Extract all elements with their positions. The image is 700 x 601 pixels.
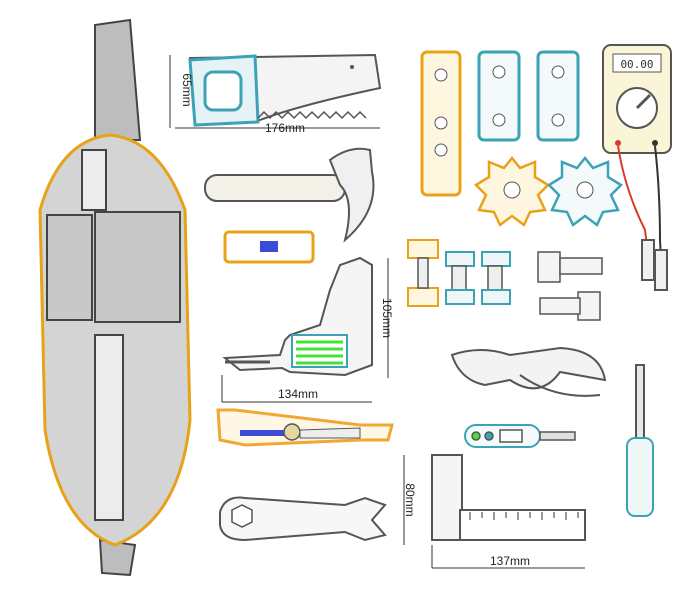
square-dimension-lines <box>403 455 585 569</box>
saw-width-label: 176mm <box>265 121 305 135</box>
belt-pocket-strap-2 <box>94 334 124 521</box>
bolts-assembly <box>407 239 511 307</box>
bracket-plate-orange <box>420 50 462 197</box>
multimeter: 00.00 <box>602 44 672 154</box>
tool-belt <box>38 18 192 577</box>
belt-strap-bottom <box>98 538 137 577</box>
orange-block <box>223 230 315 264</box>
drill <box>222 256 373 377</box>
drill-height-label: 105mm <box>380 298 394 338</box>
belt-pocket-left <box>46 214 93 321</box>
gear-orange <box>473 155 551 227</box>
drill-dimension-lines <box>221 258 389 403</box>
gear-teal <box>546 155 624 227</box>
utility-knife <box>216 408 394 447</box>
multimeter-display: 00.00 <box>620 58 653 71</box>
belt-pocket-right <box>94 211 181 323</box>
bracket-plate-teal-1 <box>477 50 521 142</box>
belt-strap-top <box>94 18 142 141</box>
drill-width-label: 134mm <box>278 387 318 401</box>
saw-dimension-lines <box>169 55 380 129</box>
voltage-tester <box>464 424 576 448</box>
loose-bolts <box>537 251 603 321</box>
pliers <box>450 346 607 397</box>
square-width-label: 137mm <box>490 554 530 568</box>
wrench <box>219 496 387 542</box>
square-height-label: 80mm <box>403 483 417 516</box>
saw <box>188 53 382 127</box>
try-square <box>431 454 586 541</box>
bracket-plate-teal-2 <box>536 50 580 142</box>
saw-height-label: 65mm <box>180 73 194 106</box>
screwdriver <box>626 364 654 517</box>
hammer <box>204 147 375 243</box>
belt-pocket-strap-1 <box>81 149 107 211</box>
multimeter-probes <box>617 145 668 291</box>
